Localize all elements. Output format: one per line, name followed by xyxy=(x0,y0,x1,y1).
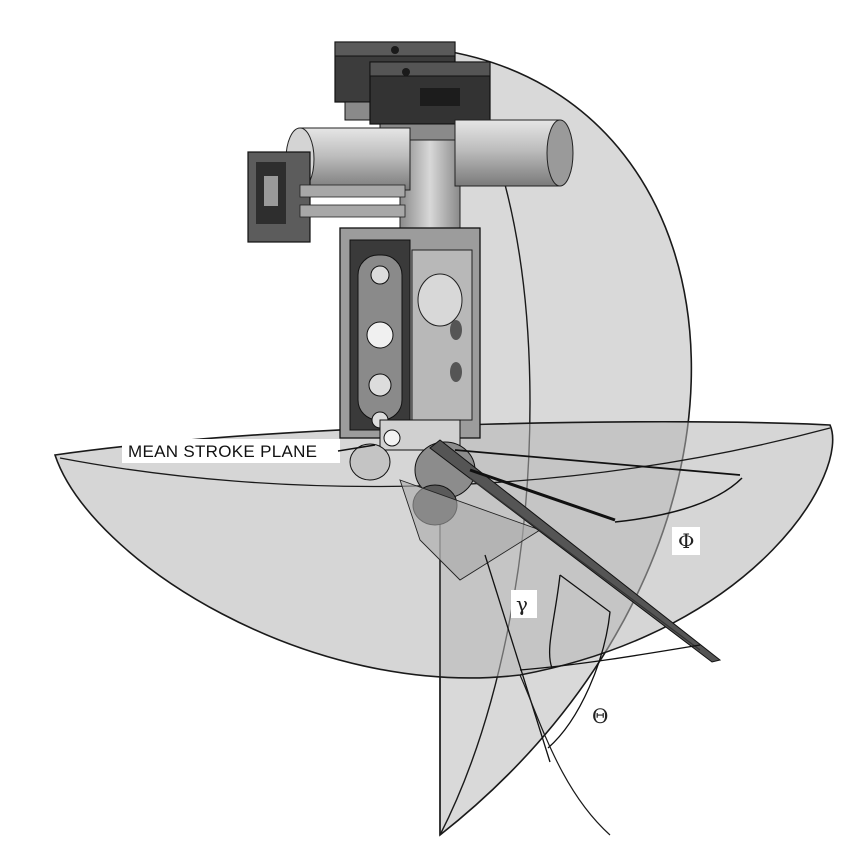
linkage-housing xyxy=(339,227,481,439)
phi-label-group: Φ xyxy=(672,527,700,555)
gamma-angle-arc xyxy=(484,554,561,763)
mean-stroke-plane-label-group: MEAN STROKE PLANE xyxy=(122,439,376,463)
horizontal-cylinder-right xyxy=(454,119,574,187)
gamma-label-group: γ xyxy=(511,590,537,618)
theta-label-group: Θ xyxy=(586,702,614,730)
mean-stroke-plane-label: MEAN STROKE PLANE xyxy=(128,442,317,461)
gamma-label: γ xyxy=(516,592,528,616)
top-motor-front xyxy=(369,61,491,143)
theta-angle-arc xyxy=(519,574,701,749)
side-bracket xyxy=(247,151,406,243)
wing-blade xyxy=(429,439,741,663)
theta-label: Θ xyxy=(592,704,608,728)
phi-label: Φ xyxy=(678,529,694,553)
stroke-plane-meridian-arc xyxy=(519,674,611,836)
horizontal-cylinder-left xyxy=(285,127,411,191)
phi-angle-arc xyxy=(614,477,743,523)
